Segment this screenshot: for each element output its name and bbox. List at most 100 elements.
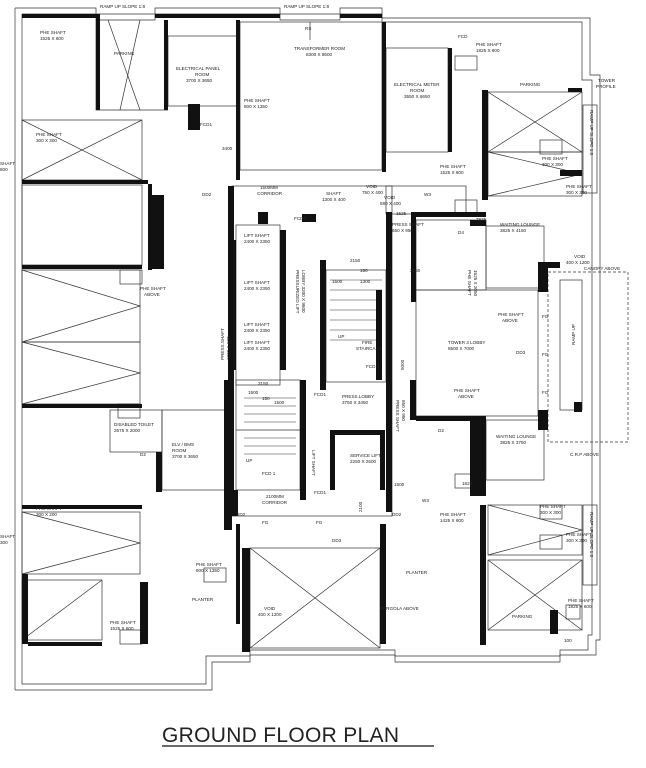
label-phe-shaft-bottom-left-size: 1525 X 600 <box>110 626 134 631</box>
label-press-shaft-left-size: 1000 X 600 <box>226 336 231 360</box>
label-fire-staircase-2: STAIRCASE <box>356 346 382 351</box>
label-fcd1-b: FCD 1 <box>366 364 380 369</box>
label-shaft-1300-size: 1300 X 400 <box>322 197 346 202</box>
label-phe-shaft-600: PHE SHAFT <box>196 562 222 567</box>
label-phe-shaft-left2-size: 300 X 300 <box>36 138 57 143</box>
label-lift-shaft-2: LIFT SHAFT <box>244 280 270 285</box>
room-labels: RAMP UP SLOPE 1:8 RAMP UP SLOPE 1:8 RS P… <box>0 4 620 643</box>
label-phe-shaft-right2: PHE SHAFT <box>440 164 466 169</box>
label-waiting-lounge-top: WAITING LOUNGE <box>500 222 540 227</box>
label-dd2-bl: DD2 <box>236 512 246 517</box>
label-pergola-above: PERGOLA ABOVE <box>380 606 419 611</box>
label-phe-shaft-tr-size: 1825 X 600 <box>476 48 500 53</box>
label-electrical-panel: ELECTRICAL PANEL <box>176 66 221 71</box>
label-phe-shaft-mid2: PHE SHAFT <box>467 270 472 296</box>
label-ramp-up-right: RAMP UP <box>571 324 576 345</box>
label-fcd1-c: FCD 1 <box>262 471 276 476</box>
label-electrical-meter-size: 3550 X 6650 <box>404 94 431 99</box>
label-fg-1: FG <box>542 314 549 319</box>
label-lift-shaft-4: LIFT SHAFT <box>244 340 270 345</box>
label-phe-shaft-lower-mid-size: 1425 X 600 <box>440 518 464 523</box>
label-pressurized-lobby-size: 3750 X 3450 <box>342 400 369 405</box>
label-void-750-size: 750 X 400 <box>362 190 383 195</box>
label-fg-bottom: FG <box>262 520 269 525</box>
label-service-lift: SERVICE LIFT <box>350 453 381 458</box>
label-dim-2100: 2100 <box>358 501 363 512</box>
label-tower3-lobby-size: 8500 X 7000 <box>448 346 475 351</box>
label-shaft-right-vert: PRESS SHAFT <box>395 400 400 432</box>
label-press-shaft-size: 650 X 950 <box>392 228 413 233</box>
label-phe-shaft-mid2-size: 1525 X 2050 <box>473 270 478 297</box>
label-parking-tl: PARKING <box>114 51 135 56</box>
label-phe-shaft-bl: PHE SHAFT <box>36 506 62 511</box>
label-waiting-lounge-top-size: 3825 X 4150 <box>500 228 527 233</box>
label-phe-shaft-tl-size: 1525 X 600 <box>40 36 64 41</box>
label-dim-3550: 3550 <box>410 268 421 273</box>
label-phe-shaft-right3b: PHE SHAFT <box>566 184 592 189</box>
label-press-shaft-left: PRESS.SHAFT <box>220 328 225 360</box>
label-dim-100: 100 <box>564 638 572 643</box>
label-lift-shaft-1-size: 2400 X 2350 <box>244 239 271 244</box>
label-d2-left: D2 <box>140 452 146 457</box>
label-phe-shaft-right3: PHE SHAFT <box>542 156 568 161</box>
label-phe-shaft-lower-mid: PHE SHAFT <box>440 512 466 517</box>
label-fcd1-d: FCD1 <box>314 392 326 397</box>
label-dim-150: 150 <box>360 268 368 273</box>
label-ramp-top-mid: RAMP UP SLOPE 1:8 <box>284 4 329 9</box>
label-phe-shaft-right-low: PHE SHAFT <box>540 504 566 509</box>
label-dd2-br: DD2 <box>392 512 402 517</box>
label-phe-shaft-right3b-size: 300 X 300 <box>566 190 587 195</box>
label-phe-shaft-right-low2: PHE SHAFT <box>566 532 592 537</box>
label-phe-shaft-above-2b: ABOVE <box>502 318 518 323</box>
label-dd3-bottom: DD3 <box>332 538 342 543</box>
label-phe-shaft-600-size: 600 X 1350 <box>196 568 220 573</box>
label-pressurized-lift-2: LOBBY 3200 X 9600 <box>301 270 306 313</box>
label-phe-shaft-above-1b: ABOVE <box>144 292 160 297</box>
label-electrical-meter: ELECTRICAL METER <box>394 82 440 87</box>
label-dim-1300: 1300 <box>360 279 371 284</box>
label-waiting-lounge-bottom: WAITING LOUNGE <box>496 434 536 439</box>
label-dim-1500a: 1500 <box>332 279 343 284</box>
label-dim-7875: 7875 <box>476 217 487 222</box>
label-phe-shaft-right-low2-size: 300 X 300 <box>566 538 587 543</box>
label-waiting-lounge-bottom-size: 3825 X 3750 <box>500 440 527 445</box>
thick-walls <box>22 14 582 652</box>
label-profile: PROFILE <box>596 84 616 89</box>
label-void-580-size: 580 X 400 <box>380 201 401 206</box>
label-pressurized-lift: PRESSURIZED LIFT <box>295 270 300 314</box>
label-planter-left: PLANTER <box>192 597 214 602</box>
label-transformer-room: TRANSFORMER ROOM <box>294 46 345 51</box>
label-rs: RS <box>305 26 311 31</box>
label-up-2: UP <box>246 458 252 463</box>
label-phe-shaft-br-size: 1825 X 600 <box>568 604 592 609</box>
label-tower: TOWER <box>598 78 616 83</box>
label-lift-shaft-2-size: 2400 X 2350 <box>244 286 271 291</box>
label-phe-shaft-above-3: PHE SHAFT <box>454 388 480 393</box>
label-shaft-left-edge: SHAFT <box>0 161 15 166</box>
label-shaft-right-vert-size: 650 X 950 <box>401 400 406 421</box>
label-d2-right: D2 <box>438 428 444 433</box>
label-shaft-1300: SHAFT <box>326 191 341 196</box>
label-lift-shaft-small: LIFT SHAFT <box>311 450 316 476</box>
label-elv-bms: ELV / BMS <box>172 442 194 447</box>
label-fire-staircase: FIRE <box>362 340 372 345</box>
label-tower3-lobby: TOWER 3 LOBBY <box>448 340 485 345</box>
label-phe-shaft-br: PHE SHAFT <box>568 598 594 603</box>
label-phe-shaft-bottom-left: PHE SHAFT <box>110 620 136 625</box>
label-disabled-toilet-size: 2675 X 2000 <box>114 428 141 433</box>
label-corridor-2100: 2100MM <box>266 494 284 499</box>
label-electrical-panel-size: 3700 X 3650 <box>186 78 213 83</box>
label-elv-bms-size: 3700 X 3650 <box>172 454 199 459</box>
label-void-580: VOID <box>384 195 396 200</box>
label-fg-2: FG <box>542 352 549 357</box>
label-fcd1-mid: FCD1 <box>294 216 306 221</box>
label-phe-shaft-left2: PHE SHAFT <box>36 132 62 137</box>
label-w3-top: W3 <box>424 192 431 197</box>
label-shaft-bl-edge: SHAFT <box>0 534 15 539</box>
label-phe-shaft-right3-size: 300 X 300 <box>542 162 563 167</box>
label-void-bottom: VOID <box>264 606 276 611</box>
label-fg-bottom-2: FG <box>316 520 323 525</box>
label-fcd1-left: FCD1 <box>200 122 212 127</box>
label-dim-1500d: 1500 <box>394 482 405 487</box>
label-up-1: UP <box>338 334 344 339</box>
